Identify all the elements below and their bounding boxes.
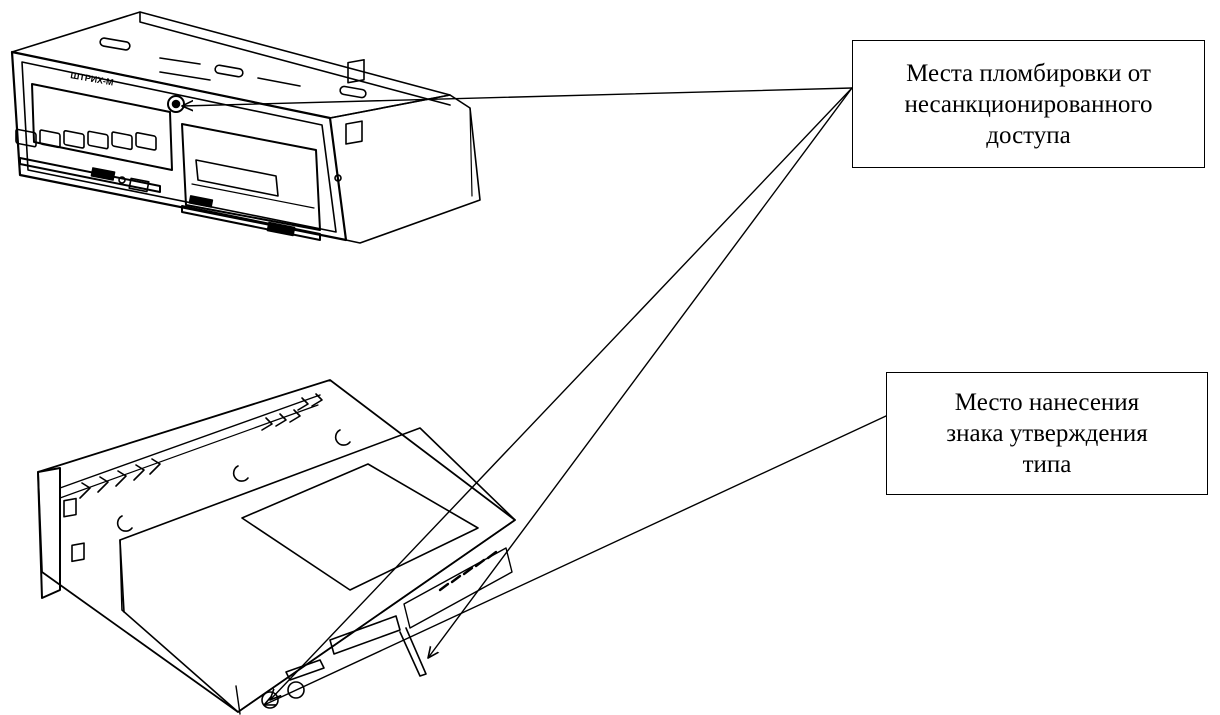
- rear-top-panel: [37, 379, 516, 713]
- leader-seal-screw: [182, 87, 853, 106]
- housing-rib: [159, 57, 301, 87]
- callout-line: знака утверждения: [946, 420, 1148, 447]
- card-slot-2: [181, 205, 321, 241]
- callout-type-approval-mark: Место нанесения знака утверждения типа: [886, 372, 1208, 495]
- leader-seal-rear-1: [270, 87, 853, 700]
- printer-door: [181, 123, 321, 231]
- callout-line: несанкционированного: [904, 90, 1153, 118]
- display-window: [31, 83, 173, 171]
- rear-antenna-post: [399, 627, 427, 677]
- rear-label-plate: [241, 463, 479, 591]
- leader-seal-rear-2: [428, 87, 853, 658]
- leader-type-mark: [264, 415, 887, 705]
- device-front-inner: [21, 61, 337, 233]
- callout-line: доступа: [986, 121, 1071, 149]
- rear-front-plate: [37, 467, 61, 599]
- button-row: [15, 128, 157, 151]
- vent-chevrons: [79, 393, 323, 499]
- housing-slot: [99, 37, 131, 51]
- rear-connector: [287, 681, 305, 699]
- device-rear-view: [37, 379, 516, 715]
- housing-slot: [214, 64, 244, 78]
- housing-slot: [339, 85, 367, 99]
- device-front-bezel: [10, 50, 348, 242]
- rear-lower-box: [119, 427, 516, 713]
- side-bracket: [347, 59, 365, 84]
- callout-line: типа: [1022, 451, 1072, 478]
- leader-lines: [182, 87, 887, 705]
- callout-line: Места пломбировки от: [906, 59, 1151, 87]
- device-front-view: ШТРИХ-М: [10, 11, 481, 244]
- device-right-housing: [329, 94, 481, 244]
- device-rear-top-edge: [139, 11, 451, 106]
- callout-seal-locations: Места пломбировки от несанкционированног…: [852, 40, 1205, 168]
- printer-flap: [195, 159, 279, 197]
- callout-line: Место нанесения: [954, 389, 1140, 416]
